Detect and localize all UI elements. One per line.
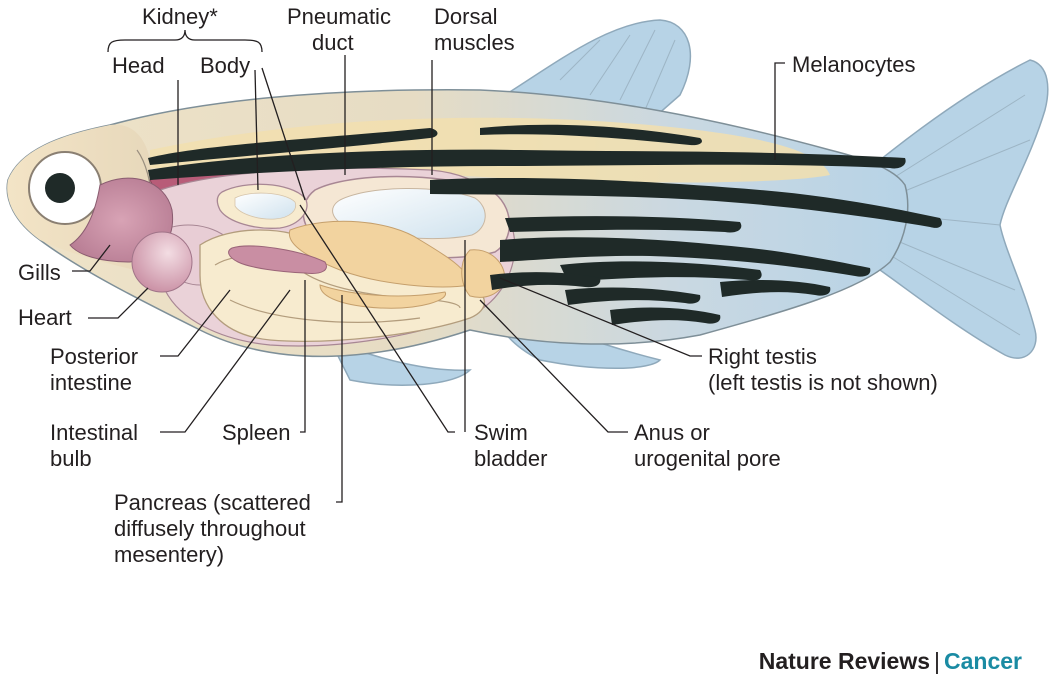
label-spleen: Spleen [222,420,291,445]
label-right-testis-line2: (left testis is not shown) [708,370,938,395]
label-right-testis-line1: Right testis [708,344,817,369]
label-swim-bladder-line2: bladder [474,446,548,471]
label-posterior-intestine-line1: Posterior [50,344,139,369]
label-anus-line1: Anus or [634,420,710,445]
label-pancreas: Pancreas (scattered diffusely throughout… [114,490,311,568]
label-pneumatic-duct-line1: Pneumatic [287,4,391,29]
pupil [45,173,75,203]
label-dorsal-muscles-line2: muscles [434,30,515,55]
label-gills: Gills [18,260,61,285]
label-swim-bladder: Swim bladder [474,420,547,472]
label-dorsal-muscles: Dorsal muscles [434,4,515,56]
label-intestinal-bulb-line1: Intestinal [50,420,139,445]
heart [131,231,193,293]
label-kidney-body: Body [200,53,251,78]
label-melanocytes: Melanocytes [792,52,916,77]
footer-separator: | [934,648,941,674]
journal-section: Cancer [944,648,1022,674]
label-heart: Heart [18,305,72,330]
journal-name: Nature Reviews [758,648,931,674]
label-pneumatic-duct: Pneumatic duct [287,4,391,56]
label-posterior-intestine: Posterior intestine [50,344,138,396]
label-anus-line2: urogenital pore [634,446,781,471]
label-dorsal-muscles-line1: Dorsal [434,4,498,29]
melanocyte-stripes [148,124,942,325]
label-right-testis: Right testis (left testis is not shown) [708,344,938,396]
leader-lines [72,29,785,503]
label-pancreas-line1: Pancreas (scattered [114,490,311,515]
label-pancreas-line3: mesentery) [114,542,225,567]
label-pancreas-line2: diffusely throughout [114,516,306,541]
pelvic-fin [328,338,472,386]
label-kidney: Kidney* [142,4,218,29]
label-kidney-head: Head [112,53,165,78]
caudal-fin [879,59,1049,359]
footer-credit: Nature Reviews|Cancer [759,648,1022,675]
label-intestinal-bulb-line2: bulb [50,446,92,471]
label-pneumatic-duct-line2: duct [312,30,354,55]
label-swim-bladder-line1: Swim [474,420,528,445]
spleen [228,245,327,274]
label-intestinal-bulb: Intestinal bulb [50,420,138,472]
label-anus: Anus or urogenital pore [634,420,781,472]
label-posterior-intestine-line2: intestine [50,370,132,395]
